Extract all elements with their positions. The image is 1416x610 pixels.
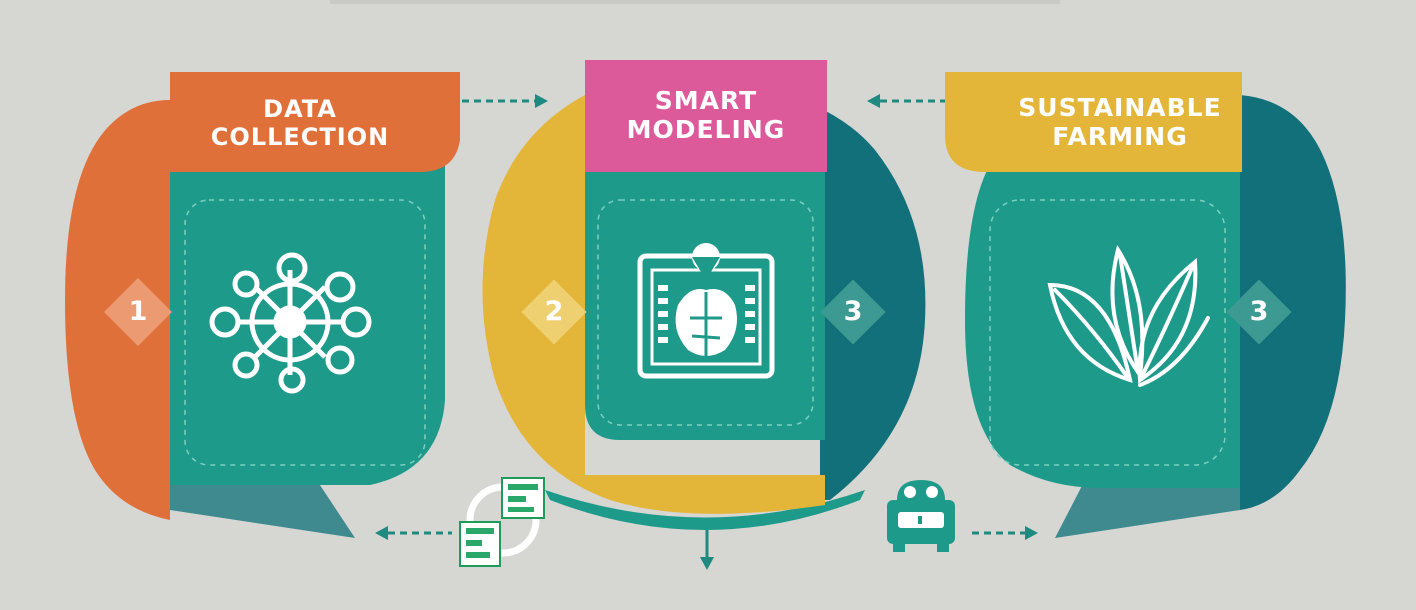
arrow-bottom-left: [375, 526, 452, 540]
stage-3-title-line1: SUSTAINABLE: [1018, 93, 1222, 123]
stage-1-number: 1: [128, 296, 148, 327]
stage-2-number: 2: [544, 296, 564, 327]
stage-1-banner: [170, 72, 460, 172]
arrow-3-to-2: [867, 94, 950, 108]
stage-2-number-diamond: [521, 279, 587, 345]
stage-1-data-collection: [65, 72, 460, 538]
stage-3-title-line2: FARMING: [1052, 122, 1188, 151]
leaves-icon: [1047, 245, 1210, 387]
stage-1-number-diamond: [104, 278, 172, 346]
stage-1-title-text: DATA COLLECTION: [210, 95, 390, 151]
stage-3-dashed-border: [989, 199, 1226, 466]
stage-3-title: SUSTAINABLE FARMING: [990, 88, 1250, 158]
stage-3-sustainable-farming: [945, 72, 1346, 538]
stage-2-base: [545, 490, 865, 530]
down-arrow: [700, 530, 714, 570]
stage-2-side-number-diamond: [820, 279, 886, 345]
stage-2-side-number: 3: [843, 296, 863, 327]
stage-2-smart-modeling: [482, 60, 926, 570]
header-strip: [330, 0, 1060, 4]
stage-1-title: DATA COLLECTION: [170, 96, 430, 152]
network-hub-icon: [209, 252, 372, 394]
arrow-1-to-2: [462, 94, 548, 108]
document-cycle-icon: [459, 477, 545, 567]
stage-1-dashed-border: [184, 199, 426, 466]
analysis-dashboard-icon: [637, 243, 775, 379]
stage-3-panel: [965, 150, 1240, 488]
arrow-bottom-right: [972, 526, 1038, 540]
stage-2-banner: [585, 60, 827, 172]
stage-2-yellow-arc: [482, 95, 825, 514]
stage-2-title-line1: SMART: [654, 86, 758, 116]
stage-3-number-diamond: [1226, 279, 1292, 345]
stage-3-right-arc: [1240, 95, 1346, 510]
stage-2-right-half: [700, 85, 926, 500]
stage-3-banner: [945, 72, 1242, 172]
robot-device-icon: [887, 480, 955, 552]
stage-2-title: SMART MODELING: [585, 78, 827, 154]
stage-2-title-line2: MODELING: [626, 115, 786, 144]
stage-3-number: 3: [1249, 296, 1269, 327]
